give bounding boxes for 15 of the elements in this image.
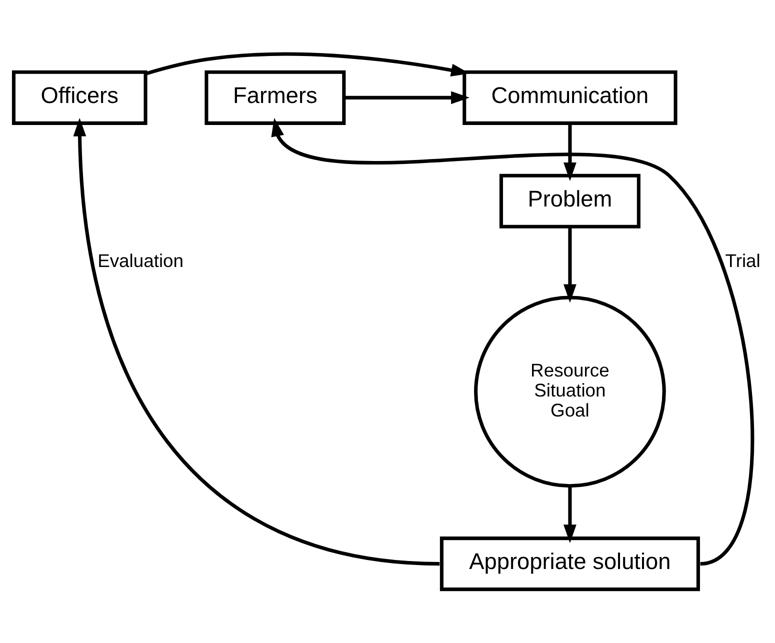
arrow: [73, 118, 440, 566]
node-circle: Resource Situation Goal: [474, 296, 666, 488]
arrow: [564, 486, 576, 544]
arrow: [271, 118, 754, 566]
arrow: [564, 123, 576, 181]
node-box: Problem: [499, 174, 640, 228]
edge-label: Evaluation: [98, 250, 184, 271]
node-box: Farmers: [204, 70, 346, 125]
node-box: Appropriate solution: [440, 536, 700, 592]
node-box: Officers: [12, 70, 148, 125]
arrow: [344, 91, 470, 104]
arrow: [564, 226, 576, 303]
node-box: Communication: [462, 70, 678, 125]
arrow: [145, 52, 470, 77]
edge-label: Trial: [725, 250, 760, 271]
